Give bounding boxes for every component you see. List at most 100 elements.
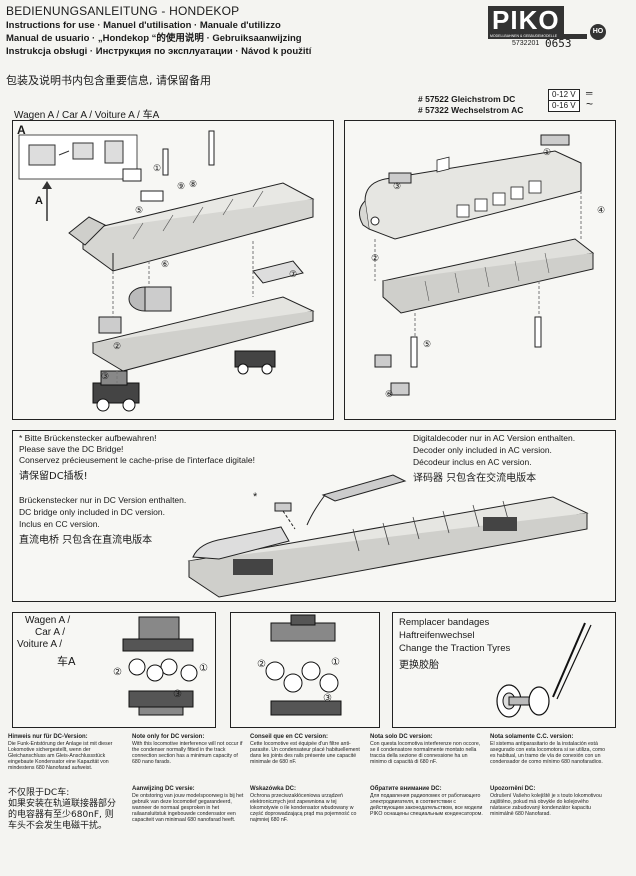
wheel-label-2: Car A / — [35, 627, 66, 638]
footer-cz: Upozornění DC: Odrušení Vašeho kolejiště… — [490, 786, 606, 817]
bogie-powered-drawing — [265, 614, 342, 716]
dc-symbol: ═ — [586, 88, 593, 98]
wheel-label-cn: 车A — [57, 655, 76, 668]
footer-en: Note only for DC version: With this loco… — [132, 734, 244, 765]
panel-assembly: ④ ③ ① ② ⑤ ⑥ — [344, 120, 616, 420]
serial-number: 5732201 — [512, 40, 540, 47]
footer-en-head: Note only for DC version: — [132, 734, 205, 740]
bridge-dc-cn: 直流电桥 只包含在直流电版本 — [19, 535, 153, 546]
assembly-step-6: ⑥ — [385, 389, 394, 399]
panel-letter: A — [17, 123, 26, 137]
wheel-step-3: ③ — [173, 689, 182, 700]
tyres-fr: Remplacer bandages — [399, 617, 490, 628]
bridge-dc-en: DC bridge only included in DC version. — [19, 507, 165, 517]
footer-fr-head: Conseil que en CC version: — [250, 734, 329, 740]
step-5: ⑤ — [135, 205, 144, 215]
footer-nl-head: Aanwijzing DC versie: — [132, 786, 195, 792]
footer-cz-head: Upozornění DC: — [490, 786, 536, 792]
decoder-fr: Décodeur inclus en AC version. — [413, 457, 532, 467]
wheel-label-3: Voiture A / — [17, 639, 63, 650]
assembly-step-1: ① — [543, 147, 552, 157]
bridge-save-en: Please save the DC Bridge! — [19, 444, 124, 454]
tyres-cn: 更换胶胎 — [399, 660, 439, 671]
bridge-save-note: * Bitte Brückenstecker aufbewahren! — [19, 433, 157, 443]
voltage-ac-badge: 0-16 V — [548, 100, 580, 112]
footer-cn: 不仅限于DC车: 如果安装在轨道联接器部分的电容器有至少680nF, 则车头不会… — [8, 788, 120, 832]
exploded-drive-drawing — [18, 130, 315, 412]
assembly-step-3: ③ — [393, 181, 402, 191]
languages-line-1: Instructions for use · Manuel d'utilisat… — [6, 20, 281, 31]
powered-step-3: ③ — [323, 693, 332, 704]
model-dc-label: # 57522 Gleichstrom DC — [418, 94, 516, 104]
footer-it-head: Nota solo DC version: — [370, 734, 433, 740]
tyres-en: Change the Traction Tyres — [399, 643, 511, 654]
panel-wheels-powered: ② ① ③ — [230, 612, 380, 728]
footer-cn-body: 如果安装在轨道联接器部分的电容器有至少680nF, 则车头不会发生电磁干扰。 — [8, 799, 117, 831]
wagen-label: Wagen A / Car A / Voiture A / 车A — [14, 110, 160, 121]
wheel-step-2: ② — [113, 667, 122, 678]
footer-cz-body: Odrušení Vašeho kolejiště je s touto lok… — [490, 793, 602, 818]
panel-exploded-drive: A A — [12, 120, 334, 420]
bridge-save-fr: Conservez précieusement le cache-prise d… — [19, 455, 255, 465]
step-7: ⑦ — [289, 269, 298, 279]
decoder-en: Decoder only included in AC version. — [413, 445, 552, 455]
panel-wheels-car-a: Wagen A / Car A / Voiture A / 车A ① ② ③ — [12, 612, 216, 728]
model-dc: # 57522 Gleichstrom DC — [418, 89, 515, 107]
step-2: ② — [113, 341, 122, 351]
powered-step-2: ② — [257, 659, 266, 670]
footer-ru: Обратите внимание DC: Для подавления рад… — [370, 786, 484, 817]
footer-es: Nota solamente C.C. version: El sistema … — [490, 734, 606, 765]
step-1: ① — [153, 163, 162, 173]
brand-name: PIKO — [488, 6, 564, 34]
footer-cn-head: 不仅限于DC车: — [8, 788, 70, 798]
footer-es-head: Nota solamente C.C. version: — [490, 734, 574, 740]
footer-ru-body: Для подавления радиопомех от работающего… — [370, 793, 483, 818]
ac-symbol: ~ — [586, 97, 594, 111]
assembly-step-4: ④ — [597, 205, 606, 215]
loco-assembly-drawing — [359, 134, 595, 396]
bridge-dc-fr: Inclus en CC version. — [19, 519, 100, 529]
chassis-decoder-drawing — [187, 474, 589, 598]
tyres-de: Haftreifenwechsel — [399, 630, 475, 641]
tyre-change-drawing — [496, 622, 592, 718]
step-9: ⑨ — [177, 181, 186, 191]
panel-decoder-bridge: * Bitte Brückenstecker aufbewahren! Plea… — [12, 430, 616, 602]
step-8: ⑧ — [189, 179, 198, 189]
brand-tagline: MODELLBAHNEN & GEBÄUDEMODELLE — [488, 34, 587, 39]
step-6: ⑥ — [161, 259, 170, 269]
languages-line-2: Manual de usuario · „Hondekop “的使用说明 · G… — [6, 33, 302, 44]
footer-nl-body: De ontstoring van jouw modelspoorweg is … — [132, 793, 244, 824]
footer-fr: Conseil que en CC version: Cette locomot… — [250, 734, 364, 765]
panel-side-letter: A — [35, 195, 43, 207]
bridge-dc-de: Brückenstecker nur in DC Version enthalt… — [19, 495, 187, 505]
footer-ru-head: Обратите внимание DC: — [370, 786, 442, 792]
footer-nl: Aanwijzing DC versie: De ontstoring van … — [132, 786, 244, 823]
bridge-save-cn: 请保留DC插板! — [19, 471, 88, 482]
panel-traction-tyres: Remplacer bandages Haftreifenwechsel Cha… — [392, 612, 616, 728]
footer-es-body: El sistema antiparasitario de la instala… — [490, 741, 606, 766]
chinese-note: 包装及说明书内包含重要信息, 请保留备用 — [6, 74, 211, 87]
footer-de: Hinweis nur für DC-Version: Die Funk-Ent… — [8, 734, 120, 771]
footer-it-body: Con questa locomotiva interferenze non o… — [370, 741, 481, 766]
ho-badge: HO — [590, 24, 606, 40]
model-ac-label: # 57322 Wechselstrom AC — [418, 105, 524, 115]
wheel-label-1: Wagen A / — [25, 615, 71, 626]
star-mark: * — [253, 491, 258, 503]
footer-fr-body: Cette locomotive est équipée d'un filtre… — [250, 741, 360, 766]
footer-pl-body: Ochrona przeciwzakłóceniowa urządzeń ele… — [250, 793, 357, 824]
footer-en-body: With this locomotive interference will n… — [132, 741, 243, 766]
serial-handwritten: 0653 — [545, 37, 572, 50]
voltage-dc-badge: 0-12 V — [548, 89, 580, 101]
decoder-de: Digitaldecoder nur in AC Version enthalt… — [413, 433, 576, 443]
piko-logo: PIKO MODELLBAHNEN & GEBÄUDEMODELLE — [488, 6, 598, 39]
sheet-title: BEDIENUNGSANLEITUNG - HONDEKOP — [6, 4, 240, 18]
wheel-step-1: ① — [199, 663, 208, 674]
assembly-step-2: ② — [371, 253, 380, 263]
footer-de-head: Hinweis nur für DC-Version: — [8, 734, 88, 740]
footer-pl: Wskazówka DC: Ochrona przeciwzakłóceniow… — [250, 786, 364, 823]
decoder-cn: 译码器 只包含在交流电版本 — [413, 473, 537, 484]
footer-pl-head: Wskazówka DC: — [250, 786, 297, 792]
languages-line-3: Instrukcja obsługi · Инструкция по экспл… — [6, 46, 312, 57]
footer-it: Nota solo DC version: Con questa locomot… — [370, 734, 484, 765]
